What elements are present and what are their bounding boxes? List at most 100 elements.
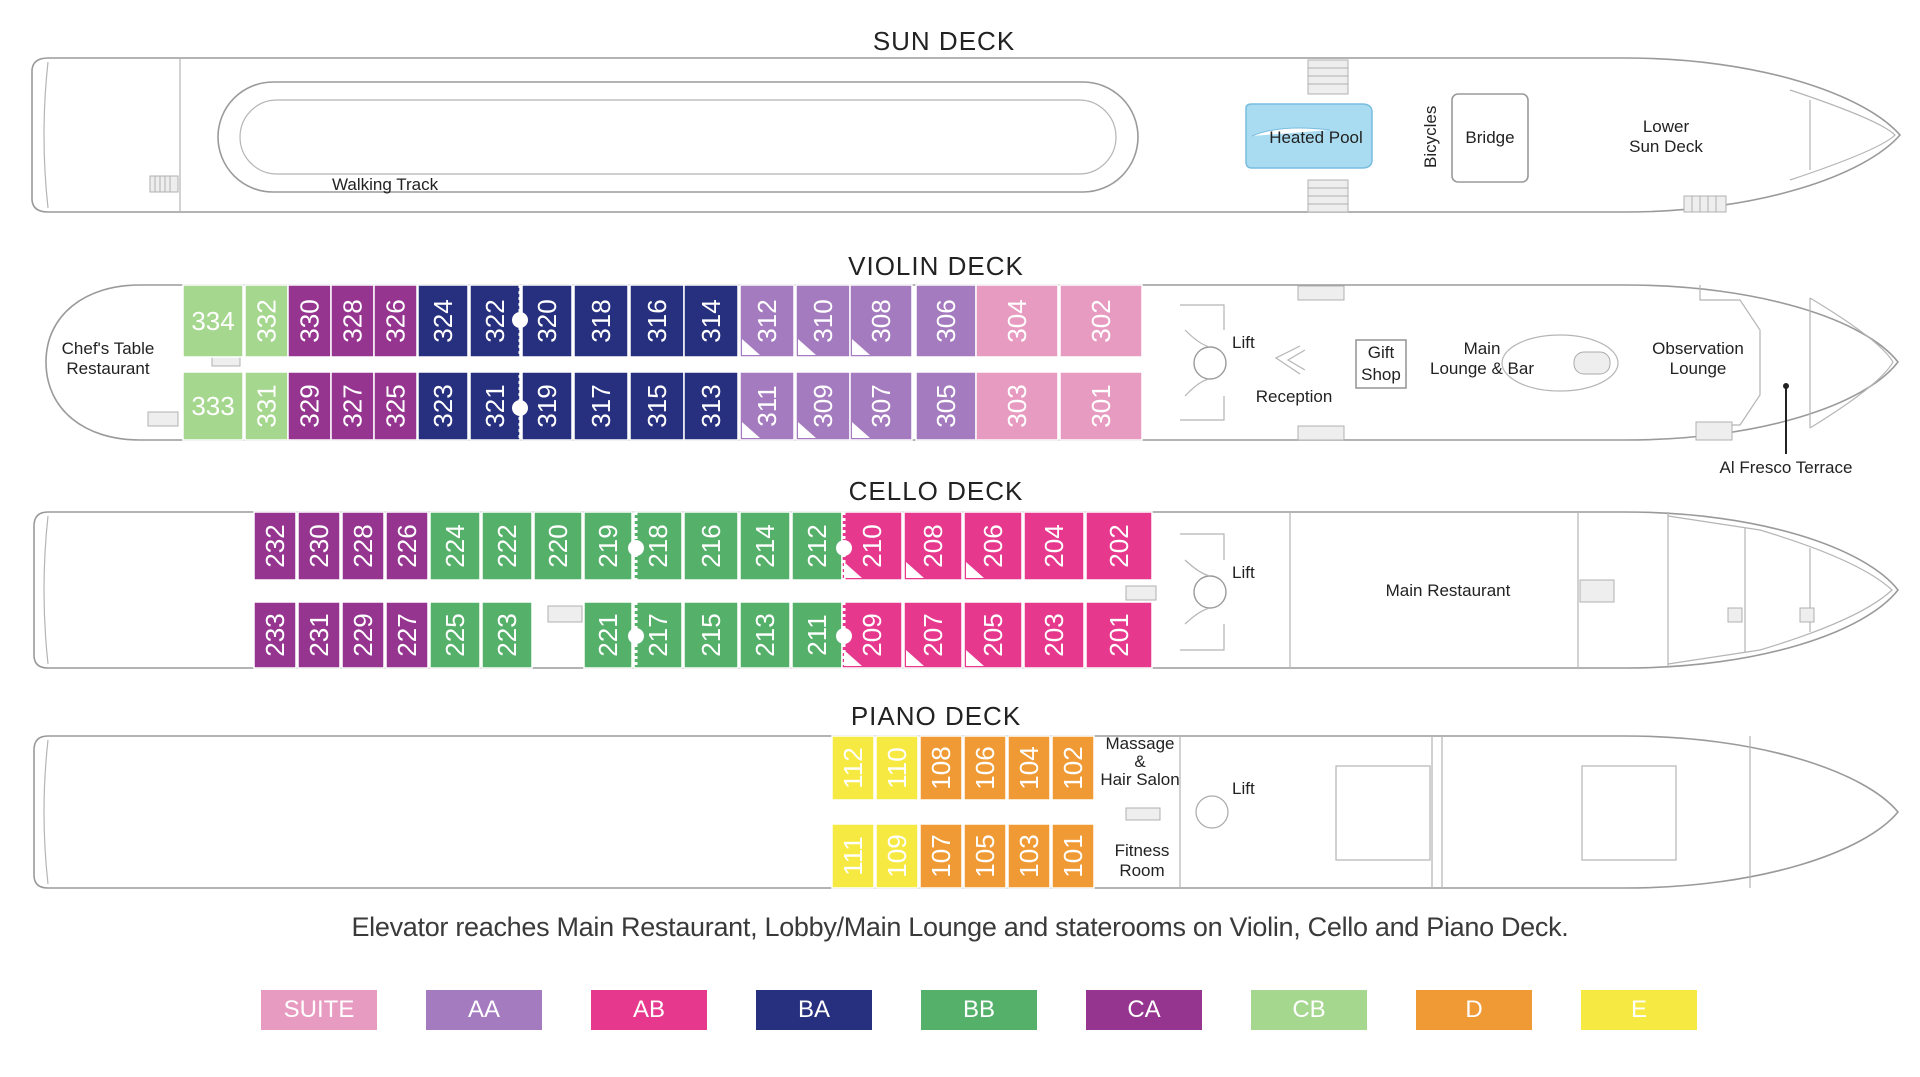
cabin-label-205: 205	[978, 613, 1008, 656]
balcony-marker-311	[742, 422, 760, 438]
cabin-223[interactable]	[481, 601, 533, 669]
cabin-315[interactable]	[629, 371, 685, 441]
cabin-224[interactable]	[429, 511, 481, 581]
cabin-107[interactable]	[919, 823, 963, 889]
cabin-label-226: 226	[392, 524, 422, 567]
cabin-204[interactable]	[1023, 511, 1085, 581]
cabin-319[interactable]	[521, 371, 573, 441]
cabin-221[interactable]	[583, 601, 633, 669]
sun-stairs-left	[149, 175, 179, 193]
cabin-label-110: 110	[882, 747, 912, 788]
cabin-112[interactable]	[831, 735, 875, 801]
cabin-304[interactable]	[975, 284, 1059, 358]
cabin-327[interactable]	[330, 371, 375, 441]
cabin-332[interactable]	[244, 284, 289, 358]
cabin-label-304: 304	[1002, 299, 1032, 342]
cabin-227[interactable]	[385, 601, 429, 669]
cabin-label-102: 102	[1058, 746, 1088, 789]
cabin-330[interactable]	[287, 284, 332, 358]
cabin-312[interactable]	[739, 284, 795, 358]
gift-shop-label-2: Shop	[1361, 365, 1401, 384]
stair-dot	[628, 628, 644, 644]
cabin-222[interactable]	[481, 511, 533, 581]
cabin-231[interactable]	[297, 601, 341, 669]
cabin-209[interactable]	[841, 601, 903, 669]
cabin-219[interactable]	[583, 511, 633, 581]
cabin-226[interactable]	[385, 511, 429, 581]
cabin-323[interactable]	[417, 371, 469, 441]
main-lounge-label-2: Lounge & Bar	[1430, 359, 1534, 378]
cabin-103[interactable]	[1007, 823, 1051, 889]
cabin-101[interactable]	[1051, 823, 1095, 889]
cabin-325[interactable]	[373, 371, 418, 441]
cabin-334[interactable]	[182, 284, 244, 358]
cabin-322[interactable]	[469, 284, 521, 358]
cabin-label-320: 320	[532, 299, 562, 342]
cabin-210[interactable]	[841, 511, 903, 581]
cabin-301[interactable]	[1059, 371, 1143, 441]
cabin-329[interactable]	[287, 371, 332, 441]
cabin-label-317: 317	[586, 384, 616, 427]
cabin-label-232: 232	[260, 524, 290, 567]
cabin-233[interactable]	[253, 601, 297, 669]
cabin-111[interactable]	[831, 823, 875, 889]
cabin-213[interactable]	[739, 601, 791, 669]
cabin-328[interactable]	[330, 284, 375, 358]
cabin-316[interactable]	[629, 284, 685, 358]
cabin-308[interactable]	[849, 284, 913, 358]
cabin-label-302: 302	[1086, 299, 1116, 342]
cabin-324[interactable]	[417, 284, 469, 358]
cabin-202[interactable]	[1085, 511, 1153, 581]
cabin-106[interactable]	[963, 735, 1007, 801]
walking-track-label: Walking Track	[332, 175, 439, 194]
cabin-320[interactable]	[521, 284, 573, 358]
cabin-201[interactable]	[1085, 601, 1153, 669]
cabin-102[interactable]	[1051, 735, 1095, 801]
cabin-220[interactable]	[533, 511, 583, 581]
cabin-310[interactable]	[795, 284, 851, 358]
bridge-label: Bridge	[1465, 128, 1514, 147]
cabin-label-212: 212	[802, 524, 832, 567]
cabin-318[interactable]	[573, 284, 629, 358]
cabin-212[interactable]	[791, 511, 843, 581]
cabin-333[interactable]	[182, 371, 244, 441]
cabin-225[interactable]	[429, 601, 481, 669]
cabin-216[interactable]	[683, 511, 739, 581]
cabin-label-105: 105	[970, 834, 1000, 877]
cabin-215[interactable]	[683, 601, 739, 669]
cabin-110[interactable]	[875, 735, 919, 801]
cabin-label-328: 328	[338, 299, 368, 342]
cabin-230[interactable]	[297, 511, 341, 581]
cabin-211[interactable]	[791, 601, 843, 669]
violin-deck-title: VIOLIN DECK	[848, 251, 1024, 281]
cabin-label-104: 104	[1014, 746, 1044, 789]
cabin-326[interactable]	[373, 284, 418, 358]
cabin-321[interactable]	[469, 371, 521, 441]
cabin-228[interactable]	[341, 511, 385, 581]
sun-deck-title: SUN DECK	[873, 26, 1015, 56]
cabin-313[interactable]	[683, 371, 739, 441]
cabin-314[interactable]	[683, 284, 739, 358]
cabin-331[interactable]	[244, 371, 289, 441]
cabin-label-224: 224	[440, 524, 470, 567]
cabin-206[interactable]	[963, 511, 1023, 581]
cabin-303[interactable]	[975, 371, 1059, 441]
cabin-232[interactable]	[253, 511, 297, 581]
cabin-302[interactable]	[1059, 284, 1143, 358]
cabin-105[interactable]	[963, 823, 1007, 889]
cabin-214[interactable]	[739, 511, 791, 581]
cabin-label-218: 218	[643, 524, 673, 567]
lower-sun-deck-label-1: Lower	[1643, 117, 1690, 136]
cabin-104[interactable]	[1007, 735, 1051, 801]
cabin-229[interactable]	[341, 601, 385, 669]
cabin-203[interactable]	[1023, 601, 1085, 669]
legend-item-aa: AA	[426, 990, 542, 1030]
cabin-label-220: 220	[543, 524, 573, 567]
cabin-109[interactable]	[875, 823, 919, 889]
cabin-label-329: 329	[295, 384, 325, 427]
cabin-307[interactable]	[849, 371, 913, 441]
cabin-208[interactable]	[903, 511, 963, 581]
cabin-label-326: 326	[381, 299, 411, 342]
cabin-317[interactable]	[573, 371, 629, 441]
cabin-108[interactable]	[919, 735, 963, 801]
